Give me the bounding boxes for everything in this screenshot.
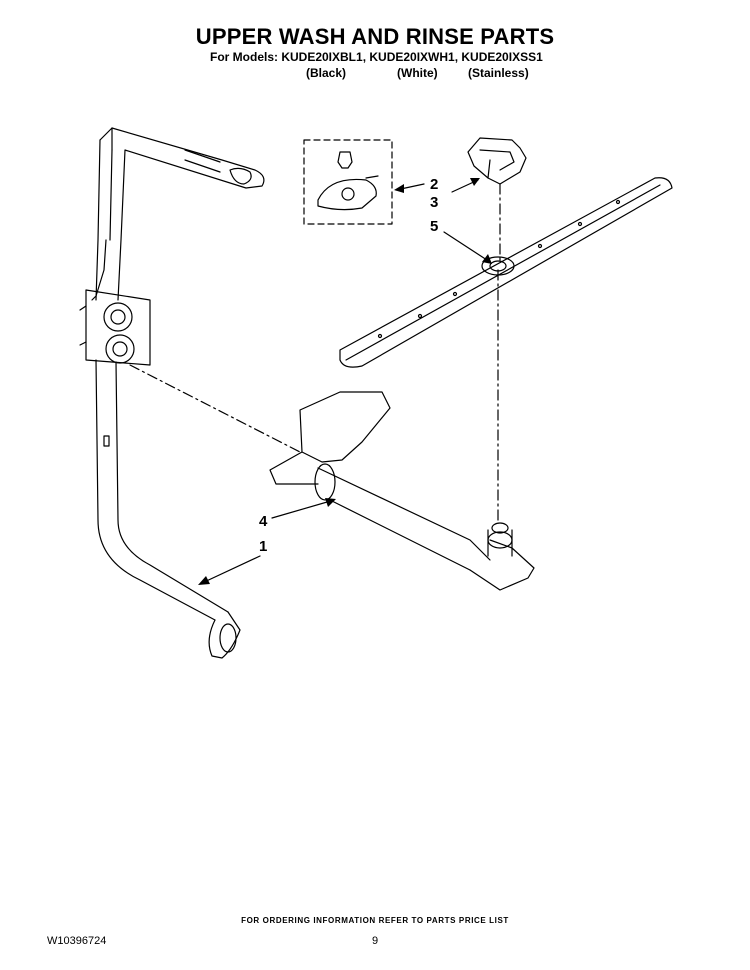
part-2-diverter — [303, 139, 393, 225]
page-title: UPPER WASH AND RINSE PARTS — [195, 24, 555, 49]
callout-2: 2 — [430, 176, 438, 193]
callout-4: 4 — [259, 513, 268, 530]
part-3-spray-arm-mount — [467, 137, 527, 185]
page-number: 9 — [371, 935, 379, 947]
assembly-guide-lines — [129, 183, 501, 521]
callout-5: 5 — [430, 218, 438, 235]
callout-1: 1 — [259, 538, 267, 555]
callout-3: 3 — [430, 194, 438, 211]
arrowheads — [198, 178, 492, 585]
variant-white: (White) — [397, 66, 438, 80]
variant-stainless: (Stainless) — [468, 66, 529, 80]
part-5-upper-spray-arm — [339, 177, 673, 368]
leader-lines — [199, 179, 491, 585]
part-1-supply-tube — [79, 127, 265, 659]
part-4-manifold-tube — [269, 391, 535, 591]
models-line: For Models: KUDE20IXBL1, KUDE20IXWH1, KU… — [210, 50, 543, 64]
ordering-note: FOR ORDERING INFORMATION REFER TO PARTS … — [241, 916, 509, 925]
document-number: W10396724 — [47, 935, 107, 947]
variant-black: (Black) — [306, 66, 347, 80]
